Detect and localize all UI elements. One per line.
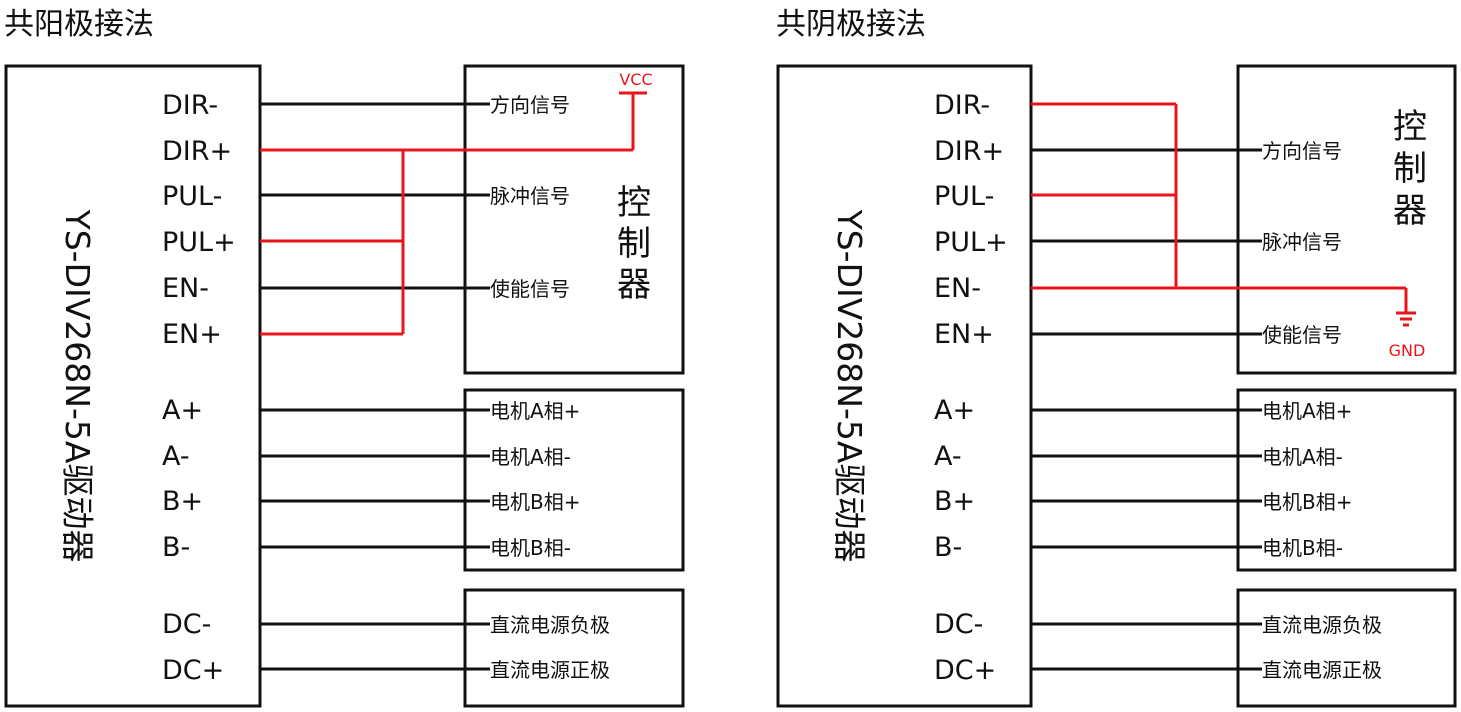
pin-label-pul-minus: PUL-	[162, 181, 222, 212]
pin-label-a-plus: A+	[162, 395, 203, 426]
pin-label-pul-plus: PUL+	[934, 227, 1008, 258]
signal-dc-positive: 直流电源正极	[490, 658, 610, 682]
motor-box	[1236, 388, 1457, 572]
controller-label-char: 制	[617, 224, 651, 264]
pin-label-dc-minus: DC-	[162, 609, 211, 640]
gnd-label: GND	[1389, 341, 1426, 360]
pin-label-dc-plus: DC+	[162, 655, 224, 686]
pin-label-en-minus: EN-	[162, 273, 209, 304]
driver-label: YS-DIV268N-5A驱动器	[830, 209, 869, 563]
controller-label-char: 控	[1393, 107, 1427, 147]
pin-label-dir-plus: DIR+	[934, 136, 1004, 167]
pin-label-a-minus: A-	[934, 441, 962, 472]
signal-motor-b-plus: 电机B相+	[490, 490, 580, 514]
pin-label-dc-minus: DC-	[934, 609, 983, 640]
pin-label-dir-minus: DIR-	[934, 90, 990, 121]
driver-box	[776, 64, 1033, 708]
motor-box	[463, 388, 685, 572]
pin-label-pul-minus: PUL-	[934, 181, 994, 212]
driver-box	[4, 64, 262, 708]
signal-motor-a-plus: 电机A相+	[1262, 399, 1352, 423]
pin-label-en-plus: EN+	[934, 319, 994, 350]
vcc-label: VCC	[619, 70, 652, 89]
signal-direction: 方向信号	[1262, 139, 1342, 163]
common-cathode-panel: 共阴极接法 YS-DIV268N-5A驱动器 控 制 器 DIR- DIR+ P…	[776, 7, 1457, 708]
controller-box	[463, 64, 685, 375]
pin-label-a-minus: A-	[162, 441, 190, 472]
pin-label-en-minus: EN-	[934, 273, 981, 304]
pin-label-b-minus: B-	[162, 532, 190, 563]
pin-label-dir-minus: DIR-	[162, 90, 218, 121]
controller-label-char: 器	[1393, 191, 1427, 231]
signal-dc-negative: 直流电源负极	[1262, 613, 1382, 637]
signal-motor-b-plus: 电机B相+	[1262, 490, 1352, 514]
common-anode-panel: 共阳极接法 YS-DIV268N-5A驱动器 控 制 器 DIR- DIR+ P…	[4, 7, 685, 708]
panel-title: 共阳极接法	[4, 7, 154, 42]
signal-dc-positive: 直流电源正极	[1262, 658, 1382, 682]
signal-pulse: 脉冲信号	[1262, 230, 1342, 254]
power-box	[1236, 588, 1457, 708]
pin-label-b-plus: B+	[934, 486, 975, 517]
controller-label-char: 器	[617, 265, 651, 305]
pin-label-a-plus: A+	[934, 395, 975, 426]
driver-label: YS-DIV268N-5A驱动器	[58, 209, 97, 563]
signal-dc-negative: 直流电源负极	[490, 613, 610, 637]
panel-title: 共阴极接法	[776, 7, 926, 42]
pin-label-b-plus: B+	[162, 486, 203, 517]
signal-motor-a-minus: 电机A相-	[1262, 445, 1343, 469]
signal-enable: 使能信号	[1262, 323, 1342, 347]
signal-enable: 使能信号	[490, 277, 570, 301]
pin-label-dc-plus: DC+	[934, 655, 996, 686]
controller-label-char: 控	[617, 183, 651, 223]
signal-pulse: 脉冲信号	[490, 184, 570, 208]
pin-label-dir-plus: DIR+	[162, 136, 232, 167]
controller-label-char: 制	[1393, 149, 1427, 189]
signal-direction: 方向信号	[490, 93, 570, 117]
signal-motor-a-plus: 电机A相+	[490, 399, 580, 423]
power-box	[463, 588, 685, 708]
pin-label-pul-plus: PUL+	[162, 227, 236, 258]
signal-motor-a-minus: 电机A相-	[490, 445, 571, 469]
controller-box	[1236, 64, 1457, 375]
signal-motor-b-minus: 电机B相-	[1262, 536, 1343, 560]
signal-motor-b-minus: 电机B相-	[490, 536, 571, 560]
pin-label-b-minus: B-	[934, 532, 962, 563]
pin-label-en-plus: EN+	[162, 319, 222, 350]
